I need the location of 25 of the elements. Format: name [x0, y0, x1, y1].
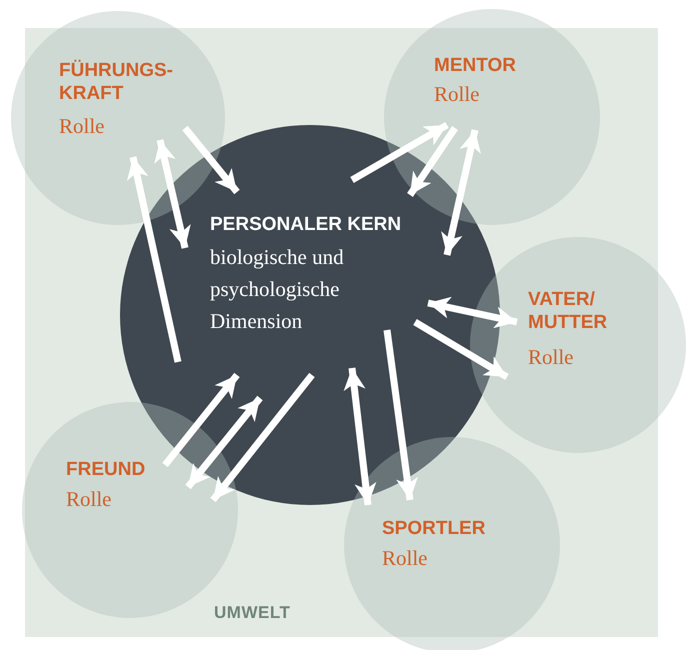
role-title: MENTOR: [434, 54, 517, 77]
arrow: [427, 296, 518, 328]
role-title: SPORTLER: [382, 517, 486, 540]
role-label: Rolle: [528, 344, 574, 370]
arrow: [413, 319, 509, 380]
arrow: [162, 372, 240, 468]
arrow: [407, 126, 458, 197]
core-description: biologische und psychologische Dimension: [210, 244, 345, 335]
arrow: [384, 330, 418, 500]
role-label: Rolle: [59, 113, 106, 139]
arrow: [210, 372, 315, 502]
arrow: [126, 156, 182, 363]
core-title: PERSONALER KERN: [210, 213, 402, 236]
role-title: VATER/ MUTTER: [528, 288, 608, 334]
arrow: [182, 126, 240, 194]
arrow: [344, 368, 376, 506]
role-label: Rolle: [382, 545, 428, 571]
role-title: FREUND: [66, 458, 146, 481]
arrow: [350, 122, 449, 184]
arrow: [441, 129, 481, 256]
role-label: Rolle: [66, 486, 112, 512]
arrow: [185, 396, 263, 490]
role-label: Rolle: [434, 81, 480, 107]
environment-label: UMWELT: [214, 602, 290, 624]
arrow: [154, 139, 191, 249]
